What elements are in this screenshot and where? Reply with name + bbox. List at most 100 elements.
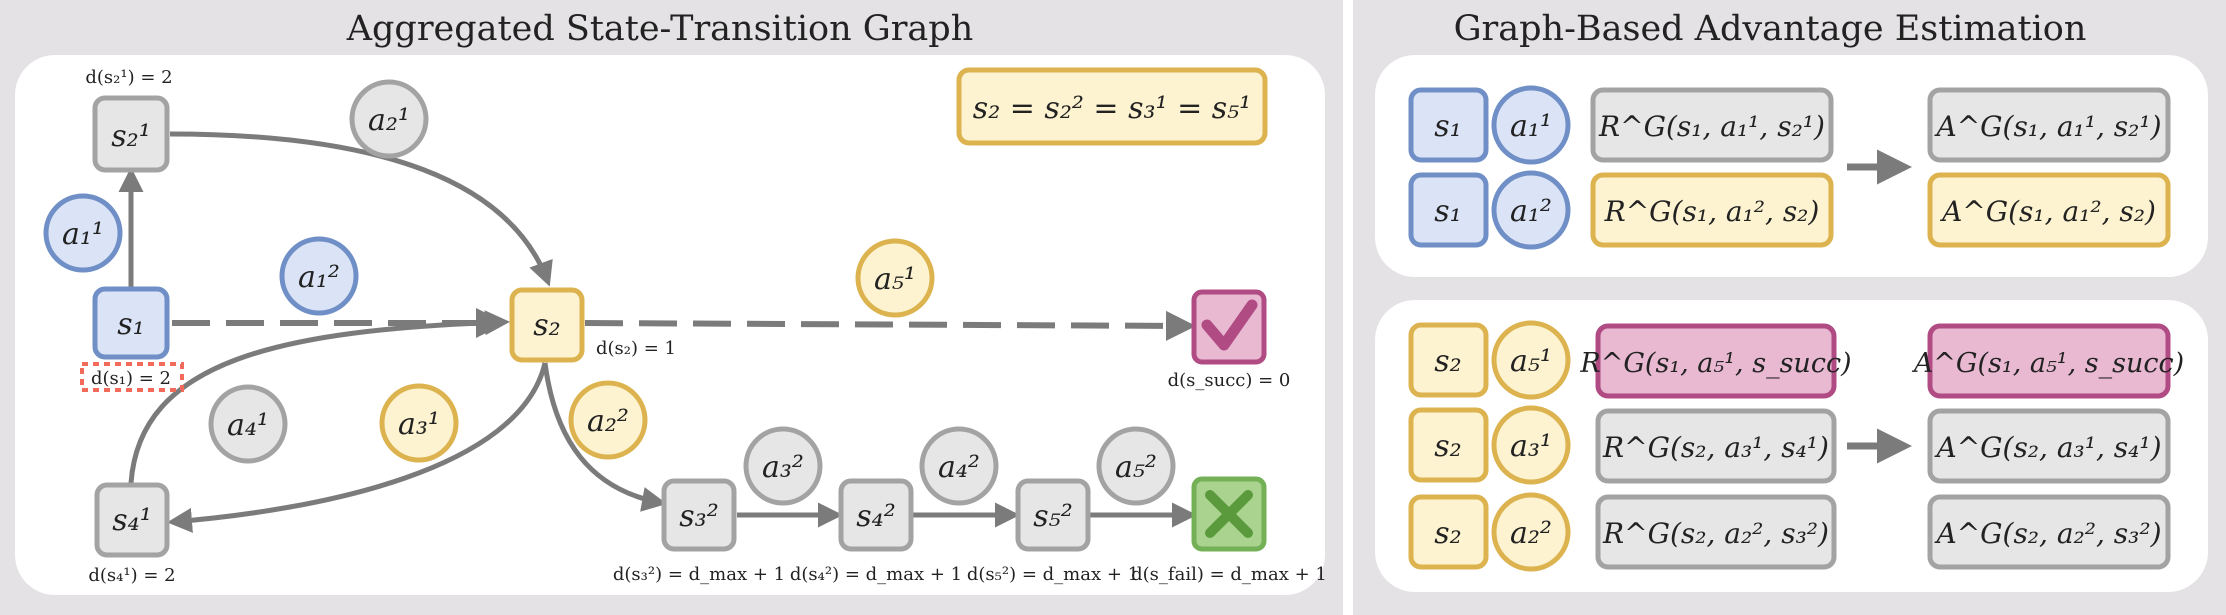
check-icon bbox=[1201, 299, 1258, 351]
action-a52: a₅² bbox=[1096, 426, 1176, 506]
bottom-row-1: s₂ a₅¹ R^G(s₁, a₅¹, s_succ) A^G(s₁, a₅¹,… bbox=[1408, 320, 2184, 400]
state-box bbox=[1408, 322, 1489, 398]
top-row-2: s₁ a₁² R^G(s₁, a₁², s₂) A^G(s₁, a₁², s₂) bbox=[1408, 170, 2171, 250]
edge-s41-s2 bbox=[128, 310, 510, 484]
svg-text:a₁¹: a₁¹ bbox=[62, 217, 104, 252]
svg-text:a₅²: a₅² bbox=[1115, 450, 1157, 485]
svg-text:s₁: s₁ bbox=[1434, 109, 1461, 144]
node-s2: s₂ bbox=[509, 287, 585, 363]
action-a32: a₃² bbox=[743, 426, 823, 506]
node-s21: s₂¹ bbox=[92, 95, 170, 173]
node-label: s₃² bbox=[679, 499, 718, 534]
action-circle bbox=[1491, 170, 1571, 250]
action-a22: a₂² bbox=[568, 380, 648, 460]
svg-text:R^G(s₂, a₃¹, s₄¹): R^G(s₂, a₃¹, s₄¹) bbox=[1602, 431, 1829, 464]
action-a51: a₅¹ bbox=[855, 238, 935, 318]
svg-text:a₁²: a₁² bbox=[1510, 194, 1552, 229]
reward-box bbox=[1590, 87, 1834, 163]
advantage-box bbox=[1927, 172, 2171, 248]
state-box bbox=[1408, 407, 1489, 483]
svg-text:s₂: s₂ bbox=[1434, 516, 1461, 551]
distance-succ: d(s_succ) = 0 bbox=[1168, 370, 1291, 391]
svg-text:R^G(s₁, a₁², s₂): R^G(s₁, a₁², s₂) bbox=[1604, 195, 1820, 228]
panel-divider bbox=[1343, 0, 1353, 615]
distance-s32: d(s₃²) = d_max + 1 bbox=[613, 564, 785, 585]
svg-text:A^G(s₂, a₂², s₃²): A^G(s₂, a₂², s₃²) bbox=[1933, 517, 2161, 550]
action-a31: a₃¹ bbox=[379, 383, 459, 463]
distance-s21: d(s₂¹) = 2 bbox=[85, 67, 172, 88]
node-label: s₅² bbox=[1033, 499, 1072, 534]
edge-s2-s41 bbox=[167, 362, 548, 533]
advantage-box bbox=[1927, 408, 2171, 484]
state-box bbox=[1408, 172, 1489, 248]
svg-text:a₅¹: a₅¹ bbox=[874, 262, 916, 297]
distance-s52: d(s₅²) = d_max + 1 bbox=[967, 564, 1139, 585]
highlight-box bbox=[80, 362, 184, 392]
node-label: s₁ bbox=[117, 307, 144, 342]
svg-text:a₂¹: a₂¹ bbox=[368, 103, 410, 138]
distance-s41: d(s₄¹) = 2 bbox=[88, 565, 175, 586]
svg-text:A^G(s₂, a₃¹, s₄¹): A^G(s₂, a₃¹, s₄¹) bbox=[1933, 431, 2161, 464]
action-circle bbox=[1491, 85, 1571, 165]
top-row-1: s₁ a₁¹ R^G(s₁, a₁¹, s₂¹) A^G(s₁, a₁¹, s₂… bbox=[1408, 85, 2171, 165]
node-label: s₂¹ bbox=[111, 119, 150, 154]
action-a12: a₁² bbox=[279, 236, 359, 316]
reward-box bbox=[1590, 172, 1834, 248]
action-circle bbox=[1491, 320, 1571, 400]
success-node bbox=[1191, 289, 1267, 365]
svg-text:s₂: s₂ bbox=[1434, 429, 1461, 464]
svg-text:a₅¹: a₅¹ bbox=[1510, 344, 1552, 379]
node-s32: s₃² bbox=[661, 478, 737, 552]
graph-edges bbox=[118, 131, 1197, 533]
svg-text:s₂: s₂ bbox=[1434, 344, 1461, 379]
reward-box bbox=[1595, 323, 1837, 399]
svg-text:a₂²: a₂² bbox=[587, 404, 629, 439]
action-a41: a₄¹ bbox=[208, 384, 288, 464]
svg-text:a₄²: a₄² bbox=[938, 450, 980, 485]
action-a21: a₂¹ bbox=[349, 79, 429, 159]
distance-s42: d(s₄²) = d_max + 1 bbox=[790, 564, 962, 585]
svg-text:R^G(s₁, a₅¹, s_succ): R^G(s₁, a₅¹, s_succ) bbox=[1579, 348, 1851, 379]
state-box bbox=[1408, 87, 1489, 163]
svg-text:R^G(s₂, a₂², s₃²): R^G(s₂, a₂², s₃²) bbox=[1602, 517, 1829, 550]
node-label: s₄¹ bbox=[112, 503, 151, 538]
svg-text:a₃¹: a₃¹ bbox=[1510, 429, 1552, 464]
advantage-box bbox=[1927, 494, 2171, 570]
action-circle bbox=[1491, 492, 1571, 572]
edge-s21-s2 bbox=[169, 131, 553, 287]
svg-text:a₃¹: a₃¹ bbox=[398, 407, 440, 442]
node-s41: s₄¹ bbox=[94, 482, 170, 558]
svg-text:R^G(s₁, a₁¹, s₂¹): R^G(s₁, a₁¹, s₂¹) bbox=[1598, 110, 1825, 143]
reward-box bbox=[1595, 494, 1837, 570]
node-s52: s₅² bbox=[1015, 478, 1091, 552]
action-a42: a₄² bbox=[919, 426, 999, 506]
fail-node bbox=[1191, 476, 1267, 552]
node-s1: s₁ bbox=[92, 286, 170, 360]
edge-s2-succ bbox=[584, 310, 1196, 341]
edge-s2-s32 bbox=[542, 362, 667, 512]
node-s42: s₄² bbox=[838, 478, 914, 552]
svg-text:s₁: s₁ bbox=[1434, 194, 1461, 229]
action-a11: a₁¹ bbox=[43, 193, 123, 273]
left-title: Aggregated State-Transition Graph bbox=[346, 9, 974, 49]
svg-text:A^G(s₁, a₅¹, s_succ): A^G(s₁, a₅¹, s_succ) bbox=[1911, 348, 2184, 379]
cross-icon bbox=[1205, 490, 1253, 538]
svg-text:a₂²: a₂² bbox=[1510, 516, 1552, 551]
node-label: s₄² bbox=[856, 499, 895, 534]
right-title: Graph-Based Advantage Estimation bbox=[1454, 9, 2087, 49]
svg-text:a₃²: a₃² bbox=[762, 450, 804, 485]
svg-text:A^G(s₁, a₁², s₂): A^G(s₁, a₁², s₂) bbox=[1939, 195, 2156, 228]
equivalence-legend: s₂ = s₂² = s₃¹ = s₅¹ bbox=[956, 67, 1268, 146]
svg-text:a₄¹: a₄¹ bbox=[227, 408, 269, 443]
svg-text:a₁²: a₁² bbox=[298, 260, 340, 295]
distance-s2: d(s₂) = 1 bbox=[596, 338, 676, 359]
action-circle bbox=[1491, 405, 1571, 485]
bottom-row-3: s₂ a₂² R^G(s₂, a₂², s₃²) A^G(s₂, a₂², s₃… bbox=[1408, 492, 2171, 572]
reward-box bbox=[1595, 408, 1837, 484]
state-box bbox=[1408, 494, 1489, 570]
node-label: s₂ bbox=[533, 308, 560, 343]
legend-text: s₂ = s₂² = s₃¹ = s₅¹ bbox=[973, 91, 1251, 126]
distance-s1: d(s₁) = 2 bbox=[91, 368, 171, 389]
distance-fail: d(s_fail) = d_max + 1 bbox=[1131, 564, 1327, 585]
svg-text:a₁¹: a₁¹ bbox=[1510, 109, 1552, 144]
